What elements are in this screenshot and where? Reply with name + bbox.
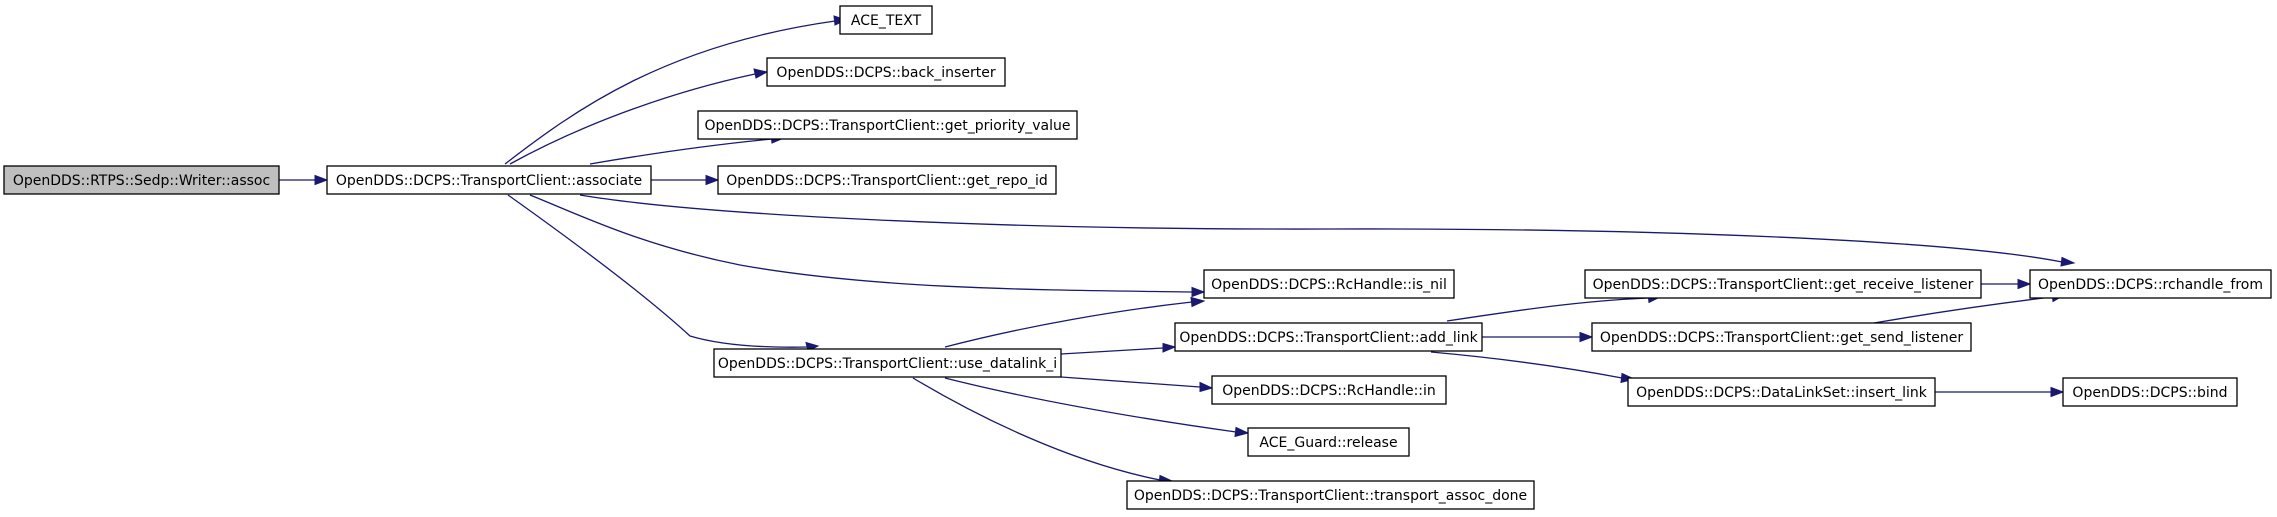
edge-associate-rchandle-from	[579, 194, 2076, 267]
node-label: OpenDDS::RTPS::Sedp::Writer::assoc	[13, 173, 270, 189]
node-writer-assoc[interactable]: OpenDDS::RTPS::Sedp::Writer::assoc	[3, 165, 280, 195]
node-label: OpenDDS::DCPS::TransportClient::get_send…	[1600, 330, 1964, 346]
edge-use-datalink-i-transport-assoc-done	[912, 377, 1174, 486]
node-label: ACE_TEXT	[851, 13, 922, 29]
edge-use-datalink-i-add-link	[1060, 342, 1177, 355]
edge-associate-get-repo-id	[651, 174, 720, 186]
node-get-repo-id[interactable]: OpenDDS::DCPS::TransportClient::get_repo…	[717, 165, 1057, 195]
node-get-receive-listener[interactable]: OpenDDS::DCPS::TransportClient::get_rece…	[1584, 269, 1982, 299]
node-label: OpenDDS::DCPS::RcHandle::is_nil	[1211, 277, 1447, 293]
edge-assoc-associate	[279, 174, 329, 186]
node-back-inserter[interactable]: OpenDDS::DCPS::back_inserter	[766, 57, 1006, 87]
node-bind[interactable]: OpenDDS::DCPS::bind	[2062, 377, 2238, 407]
node-insert-link[interactable]: OpenDDS::DCPS::DataLinkSet::insert_link	[1627, 377, 1936, 407]
node-add-link[interactable]: OpenDDS::DCPS::TransportClient::add_link	[1174, 322, 1483, 352]
node-use-datalink-i[interactable]: OpenDDS::DCPS::TransportClient::use_data…	[713, 348, 1062, 378]
node-label: ACE_Guard::release	[1259, 435, 1397, 451]
edge-associate-use-datalink-i	[507, 194, 820, 352]
node-label: OpenDDS::DCPS::TransportClient::transpor…	[1134, 488, 1527, 504]
node-label: OpenDDS::DCPS::TransportClient::get_repo…	[726, 173, 1048, 189]
edge-add-link-insert-link	[1430, 351, 1636, 384]
node-label: OpenDDS::DCPS::RcHandle::in	[1222, 383, 1436, 399]
node-get-priority-value[interactable]: OpenDDS::DCPS::TransportClient::get_prio…	[697, 110, 1078, 140]
edge-associate-back-inserter	[509, 68, 769, 165]
node-label: OpenDDS::DCPS::rchandle_from	[2038, 277, 2263, 293]
edge-layer	[279, 15, 2076, 486]
node-label: OpenDDS::DCPS::DataLinkSet::insert_link	[1636, 385, 1928, 401]
node-ace-text[interactable]: ACE_TEXT	[839, 5, 933, 35]
node-label: OpenDDS::DCPS::bind	[2072, 385, 2227, 401]
edge-use-datalink-i-release	[944, 377, 1250, 438]
edge-use-datalink-i-rc-in	[1060, 376, 1214, 393]
node-transport-client-associate[interactable]: OpenDDS::DCPS::TransportClient::associat…	[326, 165, 652, 195]
node-label: OpenDDS::DCPS::back_inserter	[776, 65, 995, 81]
node-label: OpenDDS::DCPS::TransportClient::associat…	[336, 173, 642, 189]
node-label: OpenDDS::DCPS::TransportClient::add_link	[1179, 330, 1478, 346]
edge-associate-ace-text	[504, 15, 848, 165]
node-rchandle-in[interactable]: OpenDDS::DCPS::RcHandle::in	[1211, 375, 1447, 405]
node-ace-guard-release[interactable]: ACE_Guard::release	[1247, 427, 1410, 457]
node-label: OpenDDS::DCPS::TransportClient::use_data…	[718, 356, 1057, 372]
node-label: OpenDDS::DCPS::TransportClient::get_prio…	[705, 118, 1071, 134]
node-rchandle-from[interactable]: OpenDDS::DCPS::rchandle_from	[2029, 269, 2272, 299]
edge-use-datalink-i-is-nil	[944, 296, 1206, 348]
node-label: OpenDDS::DCPS::TransportClient::get_rece…	[1593, 277, 1974, 293]
node-layer: OpenDDS::RTPS::Sedp::Writer::assoc OpenD…	[3, 5, 2272, 510]
edge-insert-link-bind	[1935, 386, 2065, 398]
edge-get-receive-listener-rchandle-from	[1981, 278, 2032, 290]
edge-associate-is-nil	[529, 194, 1206, 298]
node-transport-assoc-done[interactable]: OpenDDS::DCPS::TransportClient::transpor…	[1126, 480, 1535, 510]
edge-add-link-get-send-listener	[1482, 331, 1594, 343]
node-get-send-listener[interactable]: OpenDDS::DCPS::TransportClient::get_send…	[1591, 322, 1972, 352]
node-is-nil[interactable]: OpenDDS::DCPS::RcHandle::is_nil	[1203, 269, 1455, 299]
